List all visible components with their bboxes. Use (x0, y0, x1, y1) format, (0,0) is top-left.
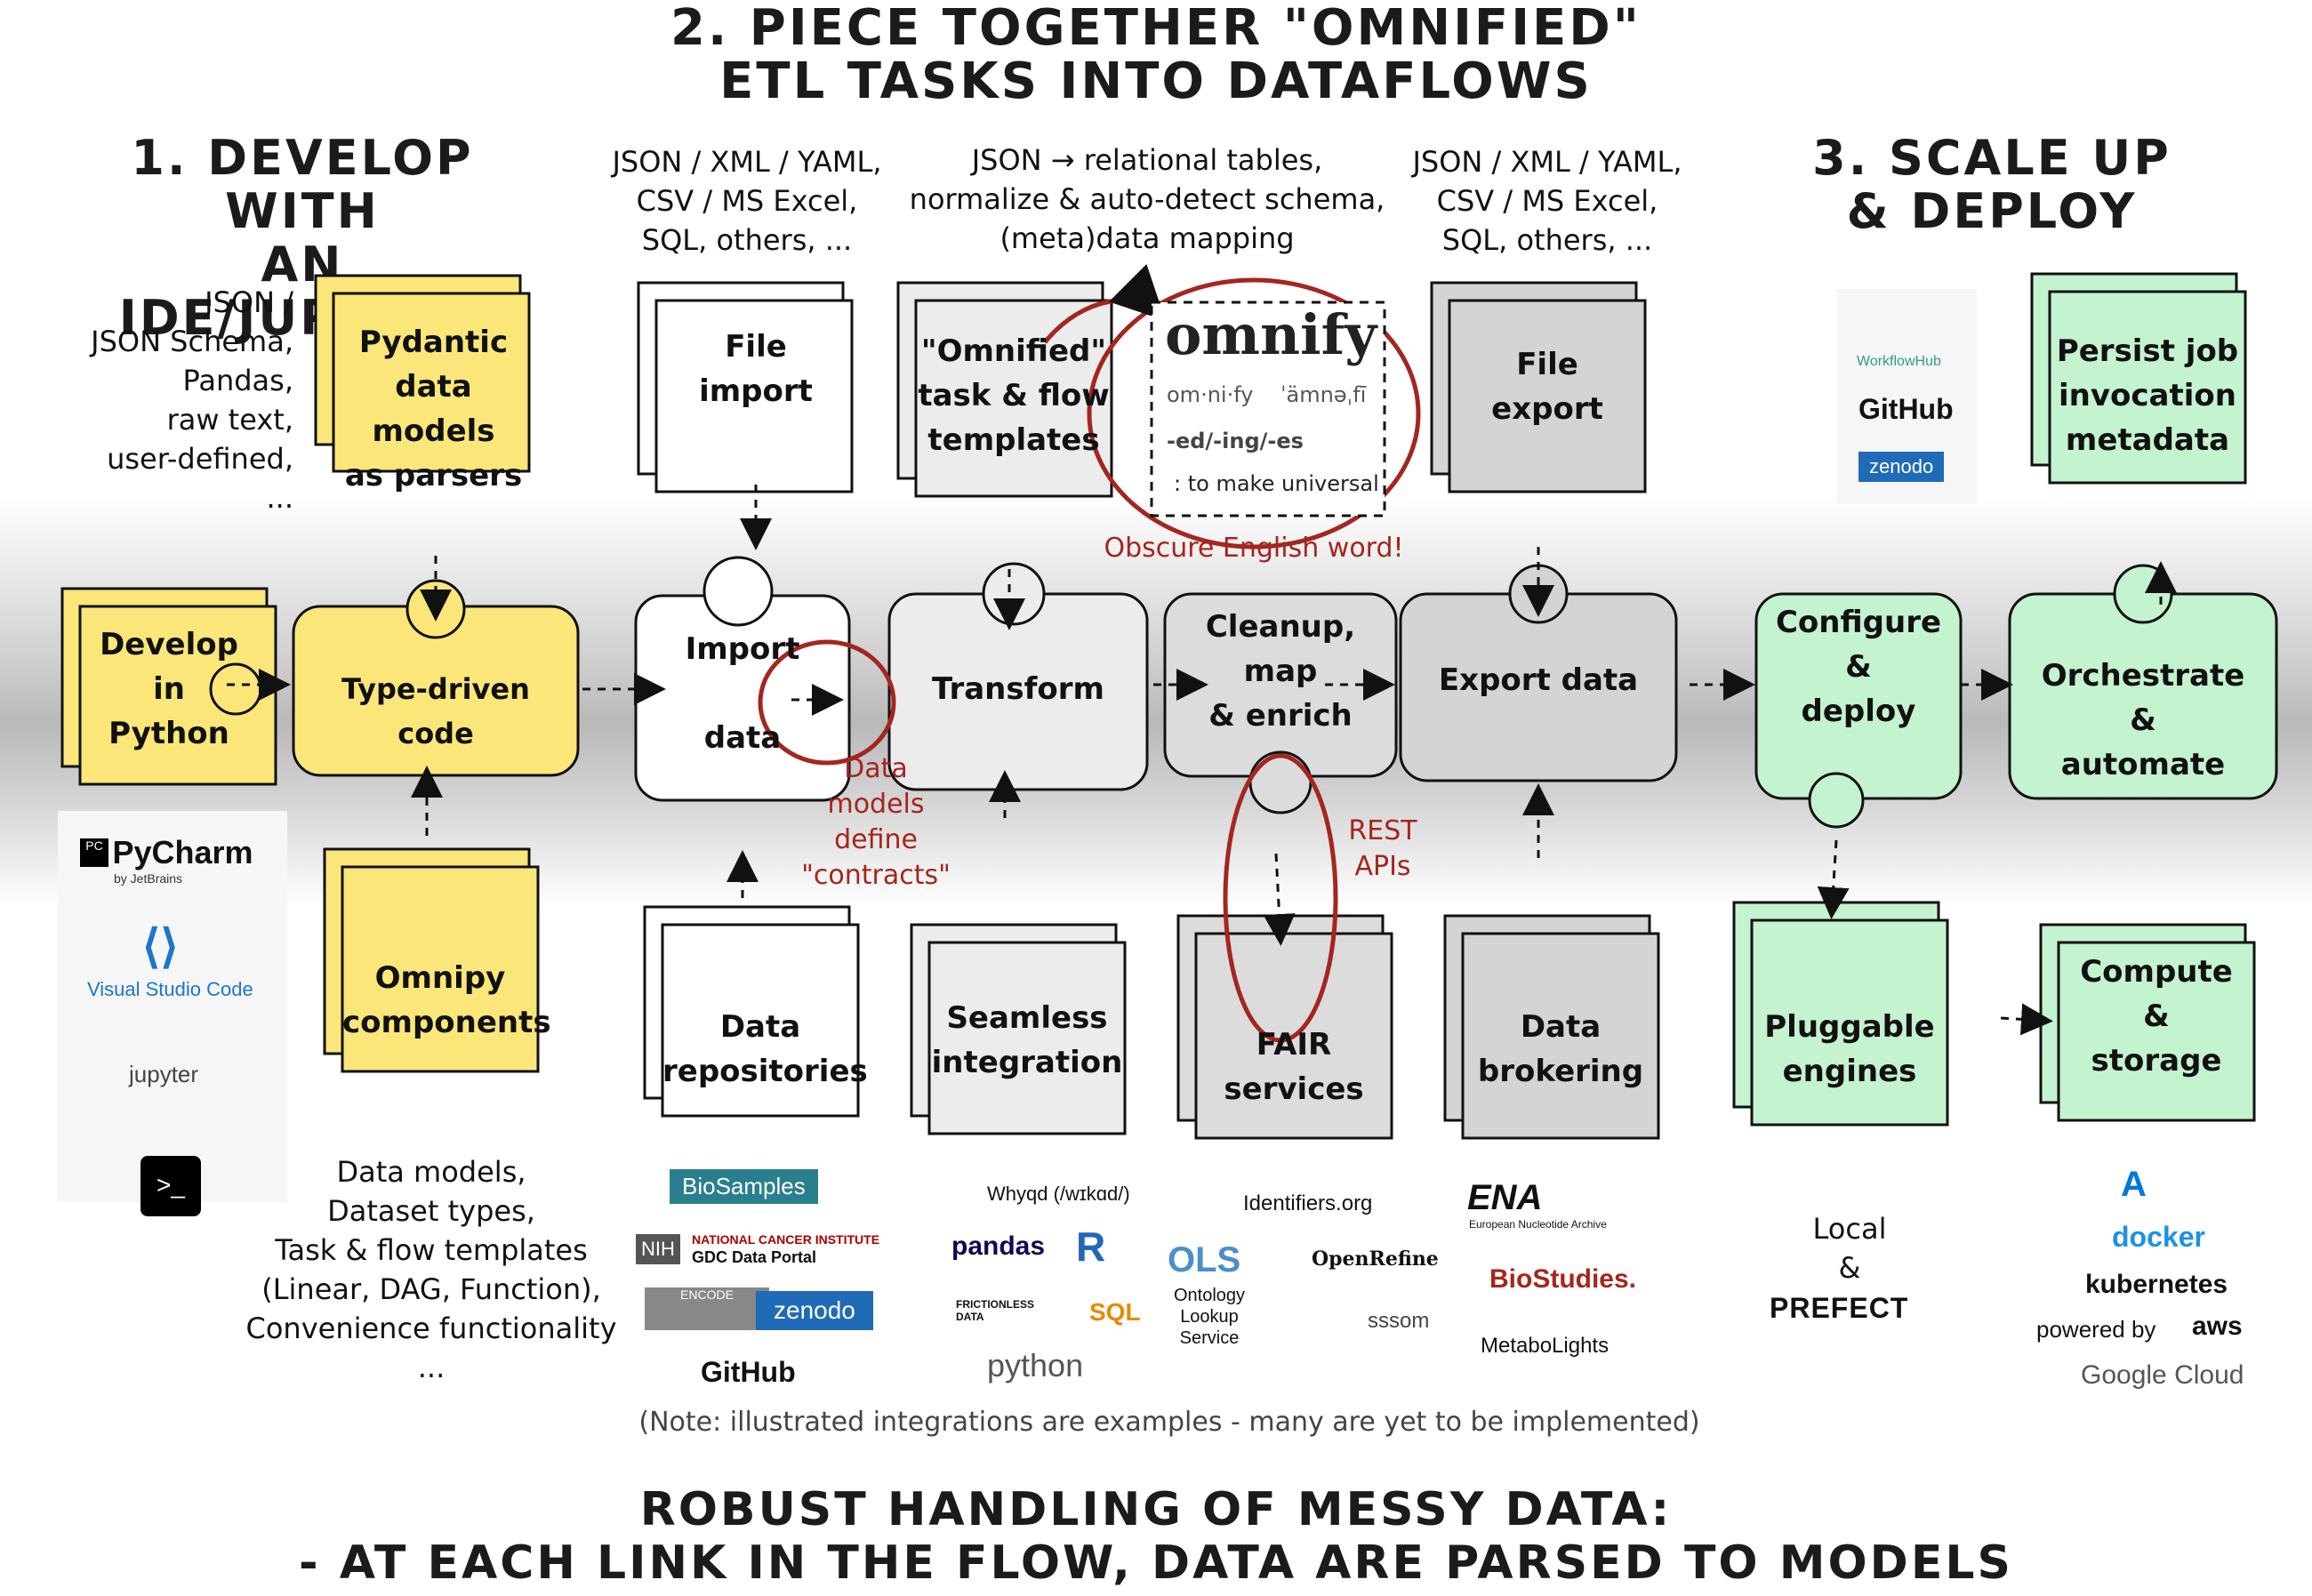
note-import-formats: JSON / XML / YAML, CSV / MS Excel, SQL, … (612, 145, 882, 257)
header-scale: 3. Scale up & deploy (1812, 130, 2172, 239)
sssom-logo: sssom (1368, 1309, 1430, 1333)
r-logo: R (1076, 1223, 1106, 1270)
omnify-def: : to make universal (1174, 471, 1379, 496)
label-export-data: Export data (1438, 662, 1639, 698)
label-import-data: Import data (685, 631, 800, 756)
jetbrains-text: by JetBrains (114, 871, 183, 886)
sql-logo: SQL (1089, 1298, 1141, 1326)
omnified-piece (914, 299, 1113, 498)
omnify-box (1150, 301, 1386, 517)
label-file-export: File export (1491, 347, 1603, 427)
note-transform-desc: JSON → relational tables, normalize & au… (909, 143, 1385, 255)
workflowhub-logo: WorkflowHub (1857, 354, 1941, 369)
label-file-import: File import (699, 329, 813, 409)
kubernetes-logo: kubernetes (2085, 1270, 2228, 1299)
ols-text: Ontology Lookup Service (1173, 1286, 1246, 1348)
gdc-text: GDC Data Portal (692, 1248, 817, 1266)
biosamples-logo: BioSamples (670, 1169, 818, 1204)
zenodo-logo-repos: zenodo (756, 1291, 873, 1330)
ols-logo: OLS (1168, 1240, 1241, 1279)
header-robust-line2: - at each link in the flow, data are par… (299, 1536, 2013, 1590)
biostudies-logo: BioStudies. (1489, 1264, 1637, 1294)
azure-icon: A (2121, 1165, 2147, 1204)
label-pydantic: Pydantic data models as parsers (344, 325, 523, 493)
label-pluggable: Pluggable engines (1764, 1009, 1935, 1089)
rest-annotation: REST APIs (1348, 815, 1417, 882)
pycharm-logo: PC PyCharm (80, 834, 253, 871)
file-export-piece (1448, 299, 1647, 493)
pluggable-piece (1750, 918, 1949, 1127)
label-omnipy: Omnipy components (342, 960, 551, 1040)
note-local: Local & (1812, 1212, 1887, 1285)
omnify-forms: -ed/-ing/-es (1167, 429, 1304, 453)
vscode-icon: ⟨⟩ (142, 921, 179, 973)
label-fair: FAIR services (1224, 1027, 1364, 1107)
omnify-word: omnify (1165, 302, 1377, 367)
aws-logo: aws (2192, 1311, 2243, 1341)
contracts-circle (758, 639, 896, 766)
label-brokering: Data brokering (1477, 1009, 1644, 1089)
ena-logo: ENA (1467, 1178, 1543, 1217)
label-type-driven: Type-driven code (341, 672, 530, 750)
google-cloud-logo: Google Cloud (2081, 1360, 2244, 1390)
header-piece-line1: 2. Piece together "omnified" (670, 0, 1642, 57)
label-data-repos: Data repositories (662, 1009, 868, 1089)
prefect-logo: PREFECT (1770, 1292, 1909, 1324)
note-components-desc: Data models, Dataset types, Task & flow … (245, 1155, 617, 1384)
omnify-comment: Obscure English word! (1104, 533, 1404, 564)
label-cleanup: Cleanup, map & enrich (1205, 609, 1356, 734)
label-compute: Compute & storage (2080, 954, 2233, 1079)
pandas-logo: pandas (951, 1231, 1046, 1261)
contracts-annotation: Data models define "contracts" (801, 753, 951, 891)
seamless-piece (927, 941, 1127, 1135)
label-omnified: "Omnified" task & flow templates (918, 333, 1110, 458)
metabolights-logo: MetaboLights (1481, 1334, 1610, 1358)
identifiers-logo: Identifiers.org (1243, 1191, 1373, 1215)
label-orchestrate: Orchestrate & automate (2041, 658, 2245, 782)
terminal-icon: >_ (140, 1156, 201, 1216)
openrefine-logo: OpenRefine (1312, 1247, 1439, 1271)
label-transform: Transform (932, 671, 1104, 707)
brokering-piece (1461, 932, 1660, 1140)
label-seamless: Seamless integration (931, 1000, 1123, 1080)
pydantic-piece (332, 292, 531, 473)
compute-piece (2057, 941, 2256, 1122)
omnify-circle (1087, 277, 1421, 549)
python-logo: python (987, 1347, 1084, 1383)
note-disclaimer: (Note: illustrated integrations are exam… (638, 1407, 1700, 1438)
omnify-pron: om·ni·fy ˈämnəˌfī (1167, 382, 1367, 407)
github-logo-workflow: GitHub (1858, 393, 1954, 425)
persist-piece (2048, 290, 2247, 485)
nih-logo: NIH (636, 1234, 680, 1264)
note-export-formats: JSON / XML / YAML, CSV / MS Excel, SQL, … (1412, 145, 1682, 257)
github-logo-repos: GitHub (701, 1356, 796, 1388)
docker-logo: docker (2112, 1221, 2205, 1253)
nci-text: NATIONAL CANCER INSTITUTE (692, 1232, 880, 1247)
encode-logo: ENCODE (645, 1287, 769, 1330)
data-repos-piece (661, 923, 860, 1118)
vscode-logo: Visual Studio Code (87, 978, 253, 1000)
file-import-piece (654, 299, 854, 493)
frictionless-logo: FRICTIONLESS DATA (956, 1298, 1035, 1323)
note-input-formats: JSON / JSON Schema, Pandas, raw text, us… (91, 285, 293, 515)
label-configure: Configure & deploy (1775, 605, 1942, 729)
label-persist: Persist job invocation metadata (2056, 333, 2239, 458)
jupyter-logo: jupyter (129, 1061, 199, 1087)
ide-logo-panel (58, 811, 287, 1202)
pycharm-icon: PC (80, 838, 108, 867)
label-develop: Develop in Python (100, 627, 238, 751)
omnipy-piece (341, 865, 540, 1073)
powered-by-text: powered by (2036, 1316, 2156, 1343)
zenodo-logo-workflow: zenodo (1858, 452, 1945, 482)
rest-circle (1223, 753, 1338, 1043)
header-piece-line2: ETL tasks into dataflows (719, 52, 1593, 110)
ena-text: European Nucleotide Archive (1469, 1218, 1607, 1231)
whyqd-logo: Whyqd (/wɪkɑd/) (987, 1183, 1130, 1205)
header-robust-line1: Robust handling of messy data: (639, 1483, 1673, 1536)
